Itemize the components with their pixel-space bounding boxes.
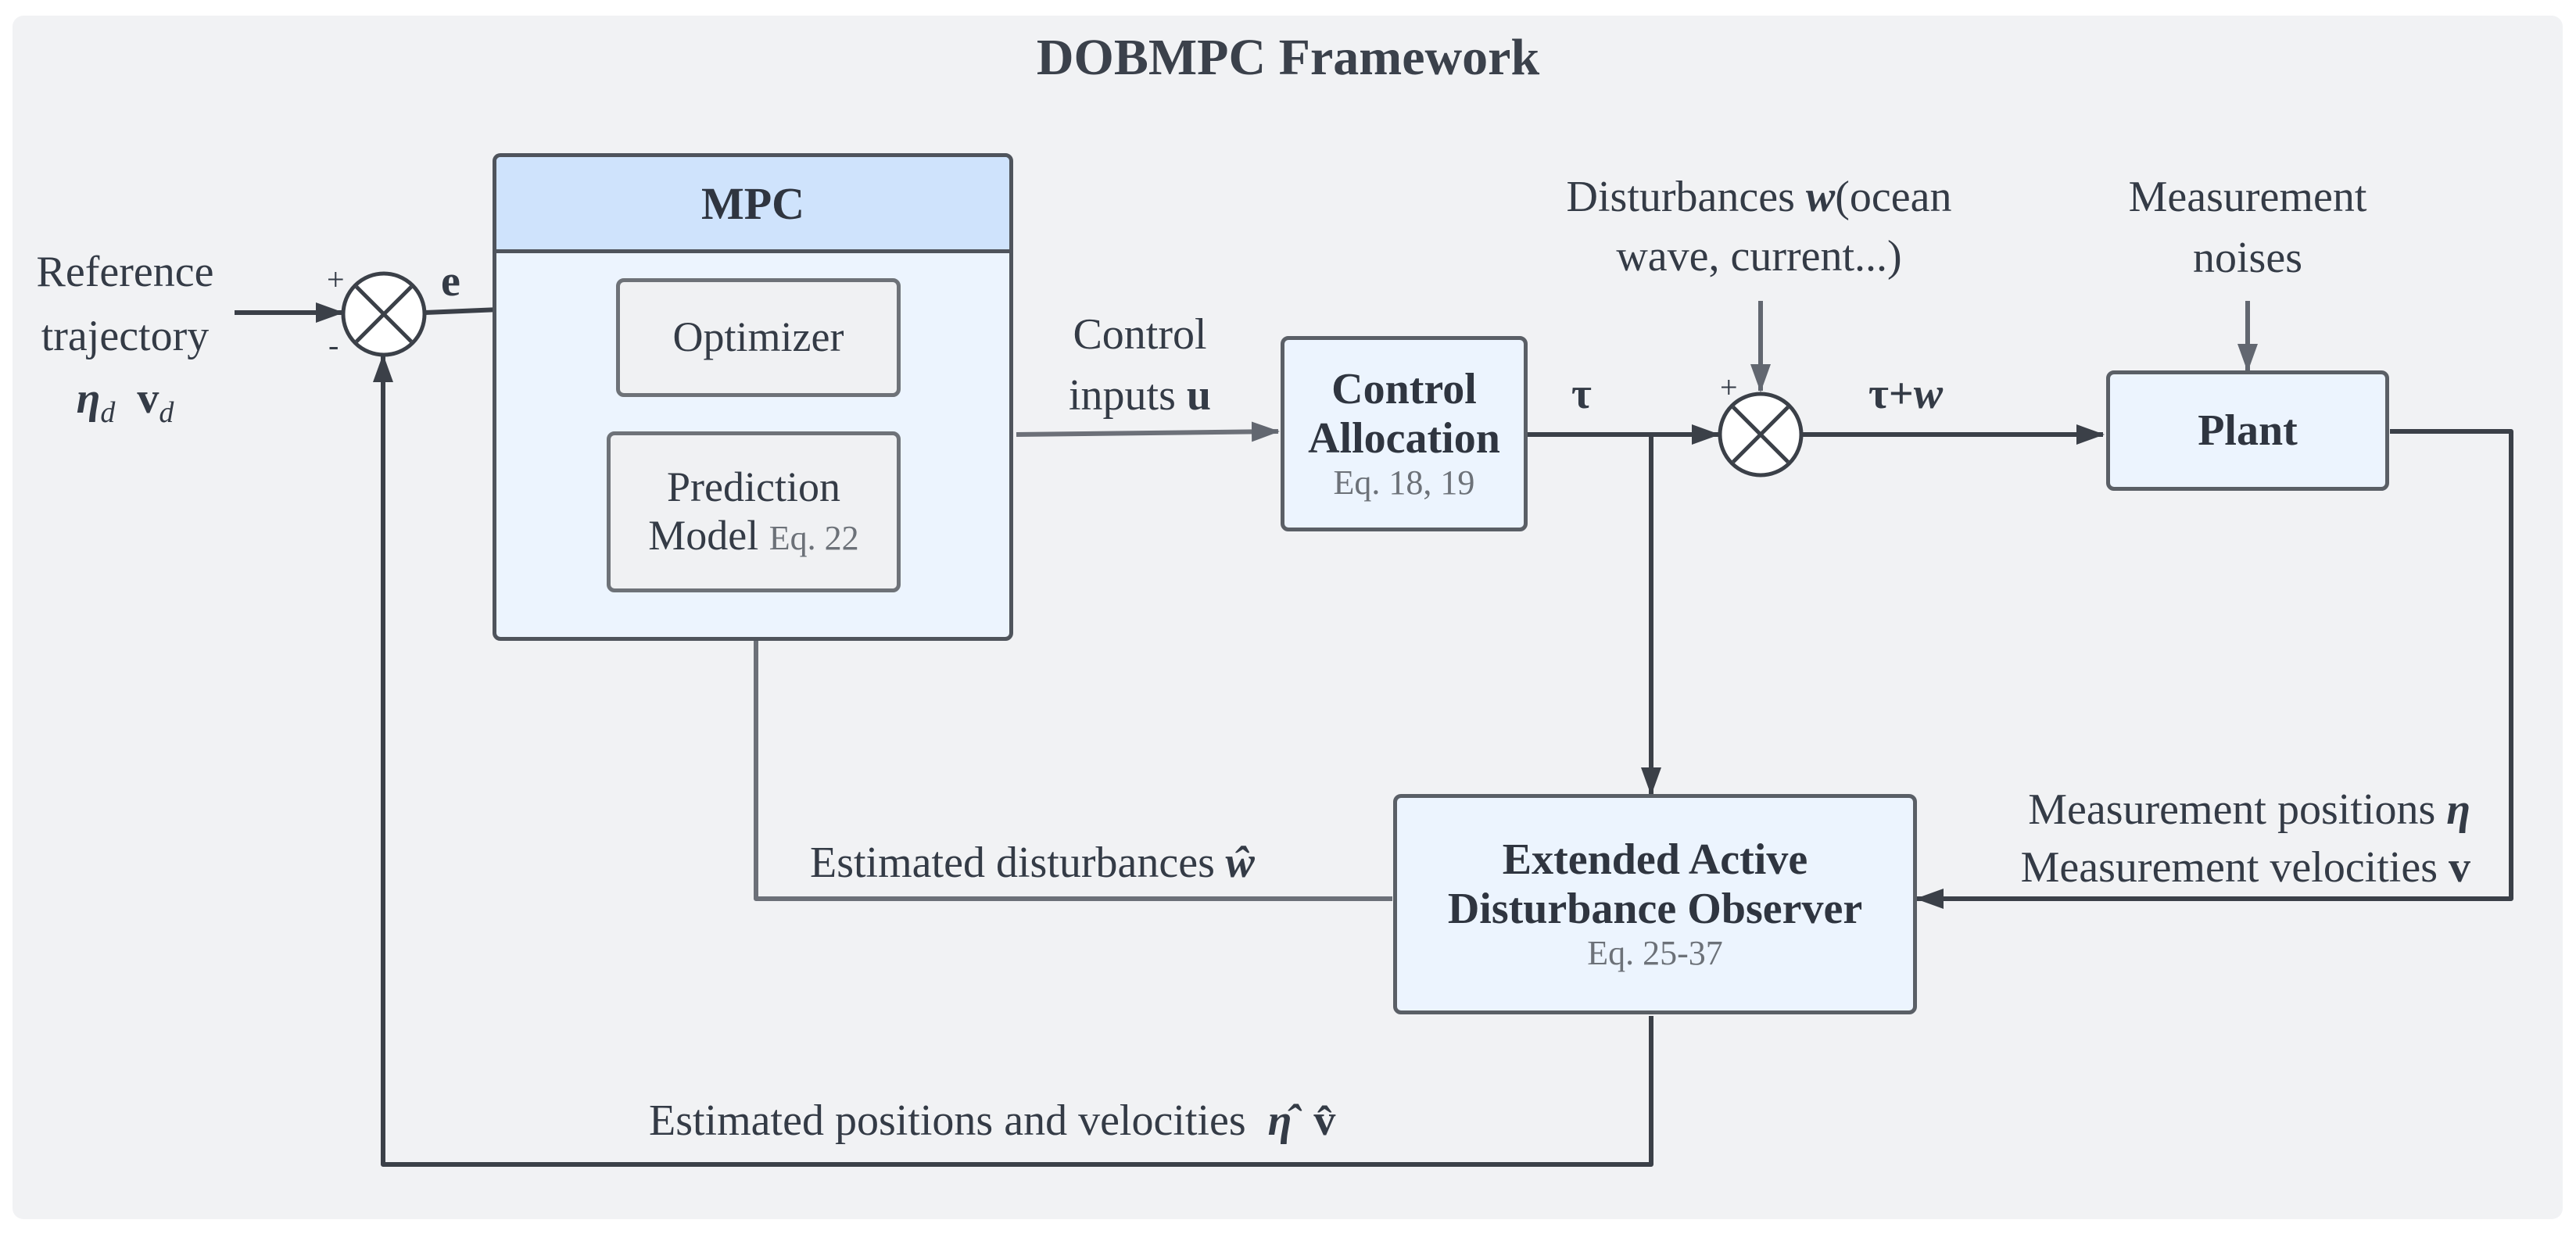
reference-eta-symbol: η [76,374,101,423]
control-allocation-block: Control Allocation Eq. 18, 19 [1281,336,1528,531]
diagram-title: DOBMPC Framework [1036,29,1540,86]
plant-label: Plant [2198,406,2298,455]
tau-plus-w-label: τ+w [1868,370,1943,417]
reference-label-line2: trajectory [41,312,210,360]
disturbances-paren: (ocean [1835,173,1952,221]
disturbances-text: Disturbances [1566,173,1795,221]
noise-line1: Measurement [2128,173,2367,221]
reference-v-symbol: v [137,374,159,423]
measurement-velocities-text: Measurement velocities [2020,843,2438,892]
disturbances-line2: wave, current...) [1616,232,1902,281]
estimated-states-label: Estimated positions and velocities η̂ v̂ [649,1097,1335,1144]
optimizer-block: Optimizer [616,278,901,397]
optimizer-label: Optimizer [672,313,844,361]
control-inputs-symbol: u [1186,371,1212,420]
estimated-disturbances-symbol: ŵ [1225,839,1256,887]
estimated-states-arrow [373,354,1653,1167]
observer-eq: Eq. 25-37 [1587,934,1723,973]
summing-junction-1 [341,271,427,357]
error-label: e [441,257,460,306]
measurement-positions-label: Measurement positions η [1970,786,2470,833]
estimated-disturbance-arrow [746,594,1392,901]
observer-block: Extended Active Disturbance Observer Eq.… [1393,794,1917,1014]
observer-line2: Disturbance Observer [1447,884,1863,933]
prediction-model-block: Prediction Model Eq. 22 [607,431,901,592]
reference-eta-subscript: d [100,396,116,430]
measurement-positions-text: Measurement positions [2028,785,2436,834]
disturbances-line1: Disturbances w(ocean [1485,173,2033,220]
prediction-model-line2-row: Model Eq. 22 [648,512,858,560]
measurement-velocities-symbol: v [2449,843,2470,892]
control-allocation-line2: Allocation [1308,413,1500,463]
measurement-positions-symbol: η [2446,785,2470,834]
reference-symbols: ηd vd [8,375,242,429]
tau-plus-w-symbol: w [1913,370,1944,418]
sum1-plus-sign: + [327,262,345,297]
diagram-background [13,16,2563,1219]
prediction-model-line2: Model [648,512,759,559]
reference-label-line1: Reference [36,248,214,296]
reference-v-subscript: d [159,396,174,430]
prediction-model-line1: Prediction [667,463,840,511]
control-inputs-arrow [1016,421,1280,442]
sum1-minus-sign: - [328,327,339,363]
tau-plus-label: τ+ [1868,370,1914,418]
estimated-disturbances-label: Estimated disturbances ŵ [810,839,1255,886]
measurement-velocities-label: Measurement velocities v [1954,844,2470,891]
control-allocation-line1: Control [1331,364,1477,413]
summing-junction-2 [1718,392,1804,478]
mpc-title: MPC [496,157,1009,253]
disturbances-symbol: w [1805,173,1836,221]
measurement-feedback-arrow [1915,429,2513,909]
prediction-model-eq: Eq. 22 [769,519,859,557]
noise-line2: noises [2193,234,2302,282]
sum2-plus-sign: + [1720,370,1738,405]
estimated-v-symbol: v̂ [1313,1096,1336,1145]
control-inputs-line2: inputs [1068,371,1176,420]
estimated-eta-symbol: η̂ [1267,1096,1292,1145]
tau-label: τ [1571,370,1592,418]
estimated-disturbances-text: Estimated disturbances [810,839,1215,887]
plant-block: Plant [2106,370,2389,491]
control-inputs-line2-row: inputs u [1030,372,1249,419]
estimated-states-text: Estimated positions and velocities [649,1096,1246,1145]
control-allocation-eq: Eq. 18, 19 [1333,463,1475,503]
observer-line1: Extended Active [1502,835,1808,884]
control-inputs-line1: Control [1073,310,1207,359]
